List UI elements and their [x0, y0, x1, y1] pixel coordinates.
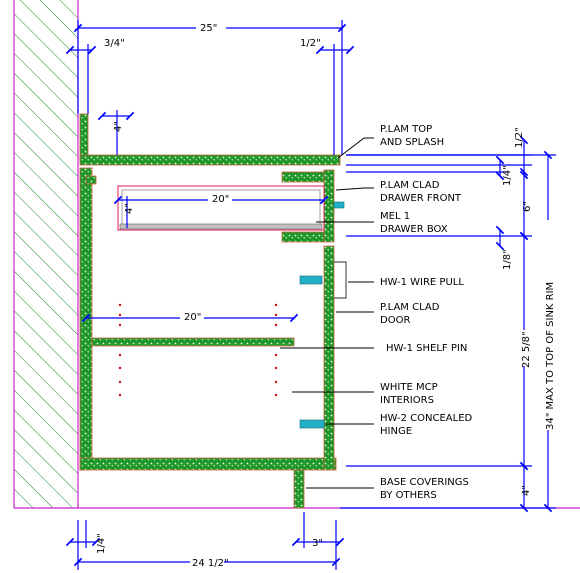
note-hinge-line2: HINGE — [380, 426, 412, 437]
dim-wall-offset: 3/4" — [104, 38, 125, 49]
note-top-line2: AND SPLASH — [380, 137, 444, 148]
dim-gap-small: 1/4" — [502, 165, 513, 186]
note-drawer-front-line1: P.LAM CLAD — [380, 180, 440, 191]
dim-overall-depth-bottom: 24 1/2" — [192, 558, 229, 569]
dim-gap-eighth: 1/8" — [502, 249, 513, 270]
note-drawer-box-line1: MEL 1 — [380, 211, 410, 222]
wire-pull — [299, 261, 347, 299]
dim-drawer-width: 20" — [212, 194, 229, 205]
note-drawer-box-line2: DRAWER BOX — [380, 224, 448, 235]
note-wire-pull: HW-1 WIRE PULL — [380, 277, 464, 288]
drawer-box — [117, 185, 325, 231]
shelf-pin-marks — [118, 303, 278, 397]
drawer-front-bumper — [333, 201, 345, 209]
dimension-lines — [65, 20, 556, 570]
countertop — [79, 154, 341, 166]
dim-back-gap-bottom: 1/4" — [96, 533, 107, 554]
dim-splash-height: 4" — [113, 121, 124, 132]
concealed-hinge — [299, 419, 325, 429]
dim-shelf-width: 20" — [184, 312, 201, 323]
note-top-line1: P.LAM TOP — [380, 124, 432, 135]
dim-overall-depth-top: 25" — [200, 23, 217, 34]
note-interiors-line1: WHITE MCP — [380, 382, 438, 393]
note-door-line1: P.LAM CLAD — [380, 302, 440, 313]
backsplash — [79, 113, 89, 161]
note-drawer-front-line2: DRAWER FRONT — [380, 193, 462, 204]
toe-kick — [293, 469, 305, 509]
drawer-front — [323, 169, 335, 243]
dim-total-height: 34" MAX TO TOP OF SINK RIM — [545, 282, 556, 430]
adjustable-shelf — [91, 337, 295, 347]
dim-drawer-box-gap: 4" — [124, 203, 135, 214]
note-base-line2: BY OTHERS — [380, 490, 437, 501]
note-interiors-line2: INTERIORS — [380, 395, 434, 406]
wall-section — [13, 0, 79, 508]
dim-toe-kick-height: 4" — [521, 485, 532, 496]
note-base-line1: BASE COVERINGS — [380, 477, 469, 488]
note-shelf-pin: HW-1 SHELF PIN — [386, 343, 467, 354]
note-door-line2: DOOR — [380, 315, 410, 326]
notes: P.LAM TOP AND SPLASH P.LAM CLAD DRAWER F… — [380, 124, 473, 501]
dim-cabinet-height: 22 5/8" — [521, 331, 532, 368]
dim-front-overhang: 1/2" — [300, 38, 321, 49]
dim-top-thickness: 1/2" — [514, 127, 525, 148]
door — [323, 245, 335, 471]
dim-toe-kick-depth: 3" — [312, 538, 323, 549]
note-leaders — [280, 137, 374, 489]
dim-drawer-height: 6" — [522, 201, 533, 212]
note-hinge-line1: HW-2 CONCEALED — [380, 413, 473, 424]
